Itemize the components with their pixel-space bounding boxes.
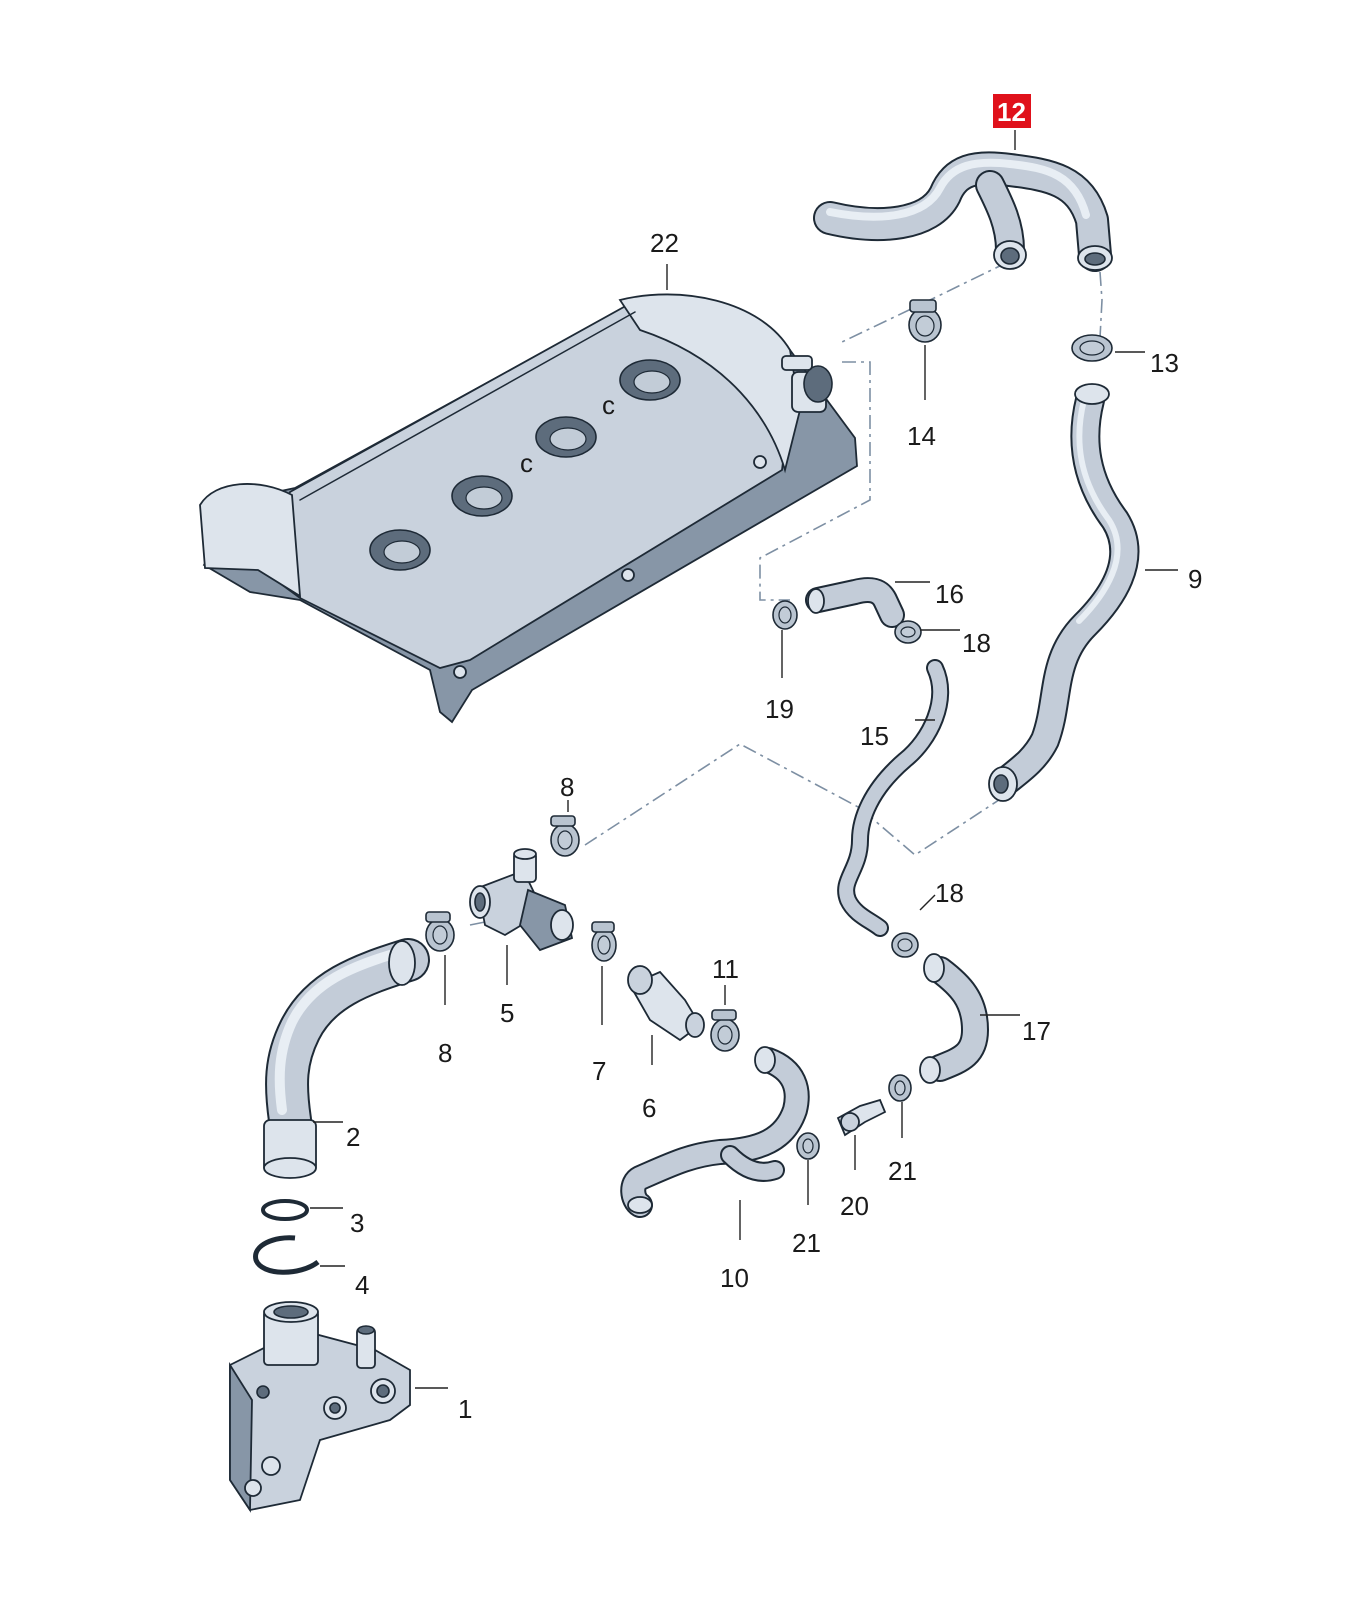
part-22-cylinder-head-cover: c c [199,293,858,724]
leader-lines [310,130,1178,1389]
label-18-lower: 18 [935,878,964,908]
part-2-bend-hose [263,938,430,1179]
part-7-clamp [591,921,617,962]
label-8-lower: 8 [438,1038,452,1068]
part-21-clamp-left [796,1132,820,1160]
label-22: 22 [650,228,679,258]
part-18-clamp-lower [891,932,919,958]
part-21-clamp-right [888,1074,912,1102]
part-10-lower-hose [620,1046,810,1218]
part-20-nipple [836,1098,887,1137]
label-14: 14 [907,421,936,451]
part-13-clamp [1071,334,1113,362]
part-8-clamp-upper [550,815,580,857]
part-17-elbow-hose [919,953,989,1084]
part-3-o-ring [261,1199,309,1221]
part-6-check-valve [627,965,705,1042]
part-9-long-hose [988,383,1140,802]
label-18-upper: 18 [962,628,991,658]
spark-plug-holes: c c [369,359,681,571]
label-16: 16 [935,579,964,609]
label-9: 9 [1188,564,1202,594]
label-13: 13 [1150,348,1179,378]
part-19-clamp [772,600,798,630]
label-1: 1 [458,1394,472,1424]
label-21-right: 21 [888,1156,917,1186]
label-10: 10 [720,1263,749,1293]
label-6: 6 [642,1093,656,1123]
label-7: 7 [592,1056,606,1086]
label-4: 4 [355,1270,369,1300]
part-labels: 22 12 13 14 9 16 18 19 15 8 18 11 8 5 7 … [346,94,1202,1424]
label-8-upper: 8 [560,772,574,802]
part-18-clamp-upper [894,620,922,644]
label-12-highlight [993,94,1031,128]
label-2: 2 [346,1122,360,1152]
label-3: 3 [350,1208,364,1238]
svg-text:c: c [520,448,533,478]
part-15-thin-hose [837,659,950,937]
label-15: 15 [860,721,889,751]
part-1-housing [229,1301,411,1513]
label-19: 19 [765,694,794,724]
label-20: 20 [840,1191,869,1221]
part-4-circlip [253,1235,320,1275]
part-12-y-hose [813,151,1113,272]
part-14-clamp [908,299,942,343]
part-16-small-elbow [805,577,905,628]
svg-text:c: c [602,390,615,420]
label-17: 17 [1022,1016,1051,1046]
label-11: 11 [712,954,739,984]
label-5: 5 [500,998,514,1028]
label-21-left: 21 [792,1228,821,1258]
part-11-clamp [710,1009,740,1052]
part-5-t-piece [469,848,574,952]
label-12: 12 [997,97,1026,127]
part-8-clamp-lower [425,911,455,952]
